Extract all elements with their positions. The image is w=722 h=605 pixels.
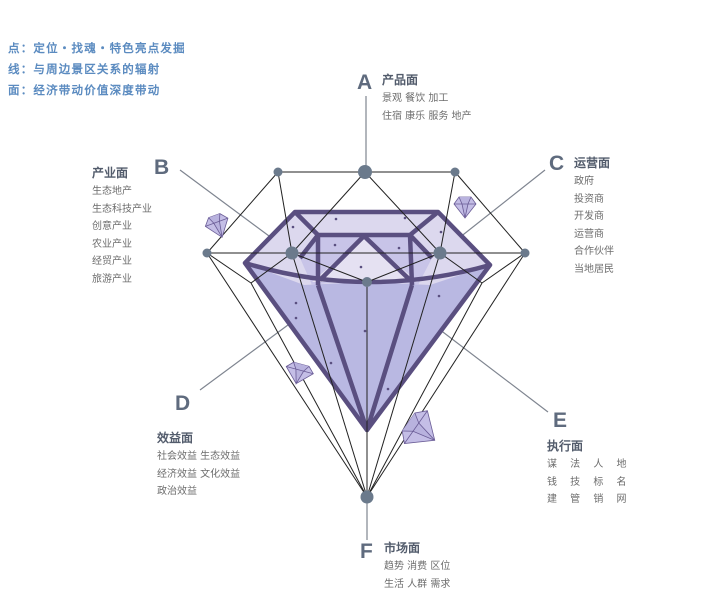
face-title-market: 市场面 xyxy=(384,541,421,555)
face-item: 开发商 xyxy=(574,211,604,222)
face-item: 钱 技 标 名 xyxy=(547,476,632,488)
face-item: 经济效益 文化效益 xyxy=(157,468,241,480)
face-item: 旅游产业 xyxy=(92,273,132,285)
face-item: 经贸产业 xyxy=(92,256,132,267)
leader-lines xyxy=(179,96,549,540)
legend-line: 线：与周边景区关系的辐射 xyxy=(8,62,161,76)
face-letter-d: D xyxy=(175,392,191,415)
face-item: 住宿 康乐 服务 地产 xyxy=(382,110,472,122)
face-item: 运营商 xyxy=(574,228,604,240)
face-item: 政府 xyxy=(574,176,594,187)
face-item: 社会效益 生态效益 xyxy=(157,451,241,462)
nodes xyxy=(202,165,530,504)
face-items-execution: 谋 法 人 地 钱 技 标 名 建 管 销 网 xyxy=(547,456,632,509)
legend-face: 面：经济带动价值深度带动 xyxy=(8,83,161,97)
face-items-industry: 生态地产 生态科技产业 创意产业 农业产业 经贸产业 旅游产业 xyxy=(92,183,152,288)
face-letter-a: A xyxy=(357,71,373,94)
face-item: 景观 餐饮 加工 xyxy=(382,93,449,104)
face-items-operation: 政府 投资商 开发商 运营商 合作伙伴 当地居民 xyxy=(574,173,614,278)
face-title-execution: 执行面 xyxy=(547,439,584,453)
face-item: 生态地产 xyxy=(92,186,132,197)
legend: 点：定位・找魂・特色亮点发掘 线：与周边景区关系的辐射 面：经济带动价值深度带动 xyxy=(8,38,186,101)
face-item: 建 管 销 网 xyxy=(547,494,632,505)
face-items-product: 景观 餐饮 加工 住宿 康乐 服务 地产 xyxy=(382,90,472,125)
face-item: 生活 人群 需求 xyxy=(384,578,451,590)
face-title-product: 产品面 xyxy=(382,73,419,87)
wireframe xyxy=(206,171,526,498)
face-item: 农业产业 xyxy=(92,238,132,250)
face-item: 投资商 xyxy=(574,193,604,205)
face-title-benefit: 效益面 xyxy=(157,431,194,445)
face-item: 政治效益 xyxy=(157,486,197,497)
face-items-benefit: 社会效益 生态效益 经济效益 文化效益 政治效益 xyxy=(157,448,240,501)
face-items-market: 趋势 消费 区位 生活 人群 需求 xyxy=(384,558,450,593)
face-item: 趋势 消费 区位 xyxy=(384,561,451,572)
face-item: 当地居民 xyxy=(574,263,614,275)
small-gems xyxy=(204,196,477,444)
face-letter-e: E xyxy=(553,409,568,432)
face-item: 创意产业 xyxy=(92,221,132,232)
legend-point: 点：定位・找魂・特色亮点发掘 xyxy=(8,41,186,55)
face-item: 生态科技产业 xyxy=(92,203,152,215)
face-letter-b: B xyxy=(154,156,170,179)
face-item: 谋 法 人 地 xyxy=(547,459,632,470)
face-letter-c: C xyxy=(549,152,565,175)
face-item: 合作伙伴 xyxy=(574,246,614,257)
face-title-operation: 运营面 xyxy=(574,156,611,170)
face-letter-f: F xyxy=(360,540,373,563)
face-title-industry: 产业面 xyxy=(92,166,129,180)
